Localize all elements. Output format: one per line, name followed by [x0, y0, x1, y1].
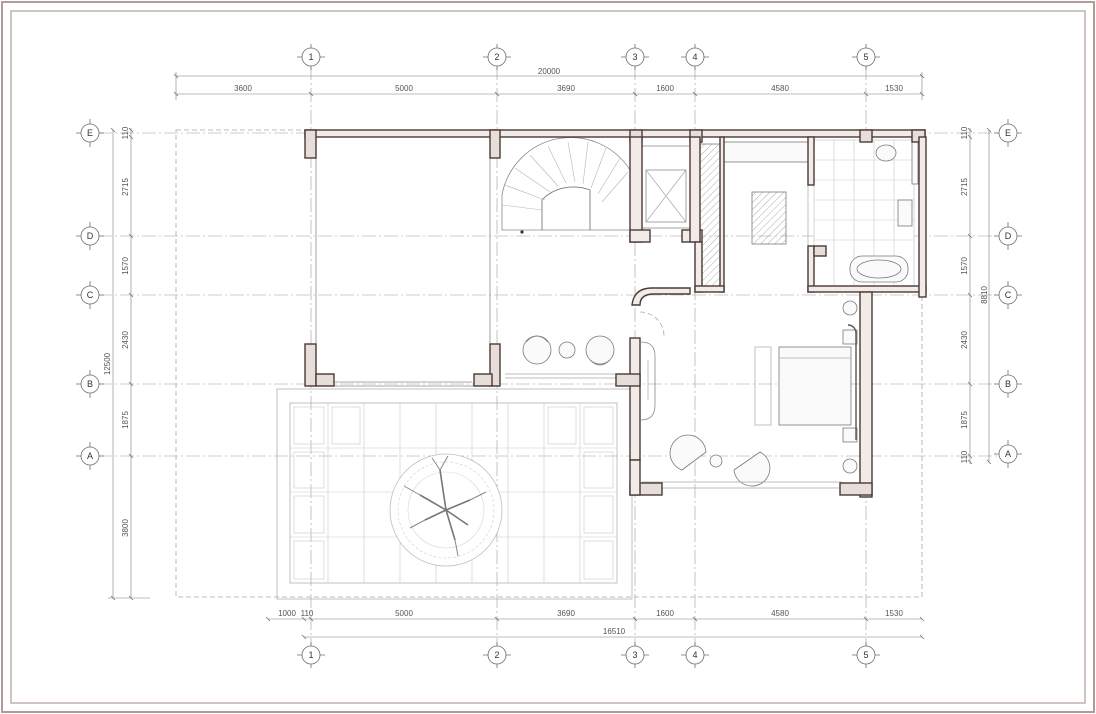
corridor-partition	[639, 311, 665, 421]
axis-bubble-3-bottom: 3	[621, 642, 649, 668]
dim-bottom-4: 1600	[656, 609, 674, 618]
axis-label: B	[1005, 379, 1011, 389]
axis-label: A	[1005, 449, 1011, 459]
dim-right-3: 2430	[960, 331, 969, 349]
axis-label: 2	[494, 650, 499, 660]
axis-label: D	[1005, 231, 1012, 241]
axis-label: C	[1005, 290, 1012, 300]
dimension-top	[173, 72, 925, 100]
dim-left-3: 2430	[121, 331, 130, 349]
axis-label: 3	[632, 52, 637, 62]
inner-frame	[10, 10, 1086, 704]
axis-bubble-C-left: C	[76, 281, 104, 309]
axis-bubble-D-right: D	[994, 222, 1022, 250]
walls	[304, 129, 927, 498]
axis-bubble-1-top: 1	[297, 44, 325, 70]
bedroom	[642, 300, 858, 489]
axis-bubble-3-top: 3	[621, 44, 649, 70]
axis-bubble-B-right: B	[994, 370, 1022, 398]
axis-label: E	[1005, 128, 1011, 138]
service-stair	[699, 143, 721, 291]
axis-bubble-5-top: 5	[852, 44, 880, 70]
axis-label: 1	[308, 52, 313, 62]
axis-bubble-5-bottom: 5	[852, 642, 880, 668]
axis-label: D	[87, 231, 94, 241]
dim-right-5: 110	[960, 450, 969, 463]
axis-label: A	[87, 451, 93, 461]
dimension-left	[108, 127, 150, 601]
lounge-furniture	[505, 335, 630, 379]
axis-label: E	[87, 128, 93, 138]
dim-bottom-6: 1530	[885, 609, 903, 618]
dim-bottom-5: 4580	[771, 609, 789, 618]
dim-bottom-2: 5000	[395, 609, 413, 618]
axis-label: 4	[692, 650, 697, 660]
dimension-bottom	[265, 616, 925, 640]
dim-top-2: 3690	[557, 84, 575, 93]
dim-right-1: 2715	[960, 178, 969, 196]
axis-label: C	[87, 290, 94, 300]
elevator-shaft	[641, 145, 691, 229]
dim-left-0: 110	[121, 126, 130, 139]
kitchen-area	[723, 141, 809, 290]
axis-bubble-1-bottom: 1	[297, 642, 325, 668]
axis-bubble-2-top: 2	[483, 44, 511, 70]
dim-bottom-3: 3690	[557, 609, 575, 618]
dim-top-overall: 20000	[538, 67, 561, 76]
axis-label: 3	[632, 650, 637, 660]
spiral-staircase	[501, 137, 631, 234]
dim-left-1: 2715	[121, 178, 130, 196]
axis-bubble-A-right: A	[994, 440, 1022, 468]
dim-left-2: 1570	[121, 257, 130, 275]
dim-right-0: 110	[960, 126, 969, 139]
dim-top-3: 1600	[656, 84, 674, 93]
dimension-right	[967, 127, 992, 465]
axis-label: 4	[692, 52, 697, 62]
axis-bubble-2-bottom: 2	[483, 642, 511, 668]
axis-label: 2	[494, 52, 499, 62]
dim-bottom-1: 110	[301, 609, 314, 618]
axis-bubble-E-right: E	[994, 119, 1022, 147]
axis-bubble-E-left: E	[76, 119, 104, 147]
axis-bubble-A-left: A	[76, 442, 104, 470]
dim-left-4: 1875	[121, 411, 130, 429]
axis-label: 1	[308, 650, 313, 660]
tree-symbol	[389, 453, 503, 567]
axis-bubble-C-right: C	[994, 281, 1022, 309]
dim-top-0: 3600	[234, 84, 252, 93]
bathroom	[813, 139, 919, 289]
dim-bottom-overall: 16510	[603, 627, 626, 636]
dim-right-4: 1875	[960, 411, 969, 429]
axis-label: B	[87, 379, 93, 389]
living-room-left	[305, 138, 497, 387]
dim-top-4: 4580	[771, 84, 789, 93]
axis-bubble-4-bottom: 4	[681, 642, 709, 668]
axis-bubble-D-left: D	[76, 222, 104, 250]
dim-top-1: 5000	[395, 84, 413, 93]
dim-right-2: 1570	[960, 257, 969, 275]
axis-label: 5	[863, 650, 868, 660]
dim-top-5: 1530	[885, 84, 903, 93]
axis-label: 5	[863, 52, 868, 62]
axis-bubble-4-top: 4	[681, 44, 709, 70]
axis-bubble-B-left: B	[76, 370, 104, 398]
dim-right-overall: 8810	[980, 286, 989, 304]
dim-bottom-0: 1000	[278, 609, 296, 618]
dim-left-overall: 12500	[103, 352, 112, 375]
dim-left-5: 3800	[121, 519, 130, 537]
